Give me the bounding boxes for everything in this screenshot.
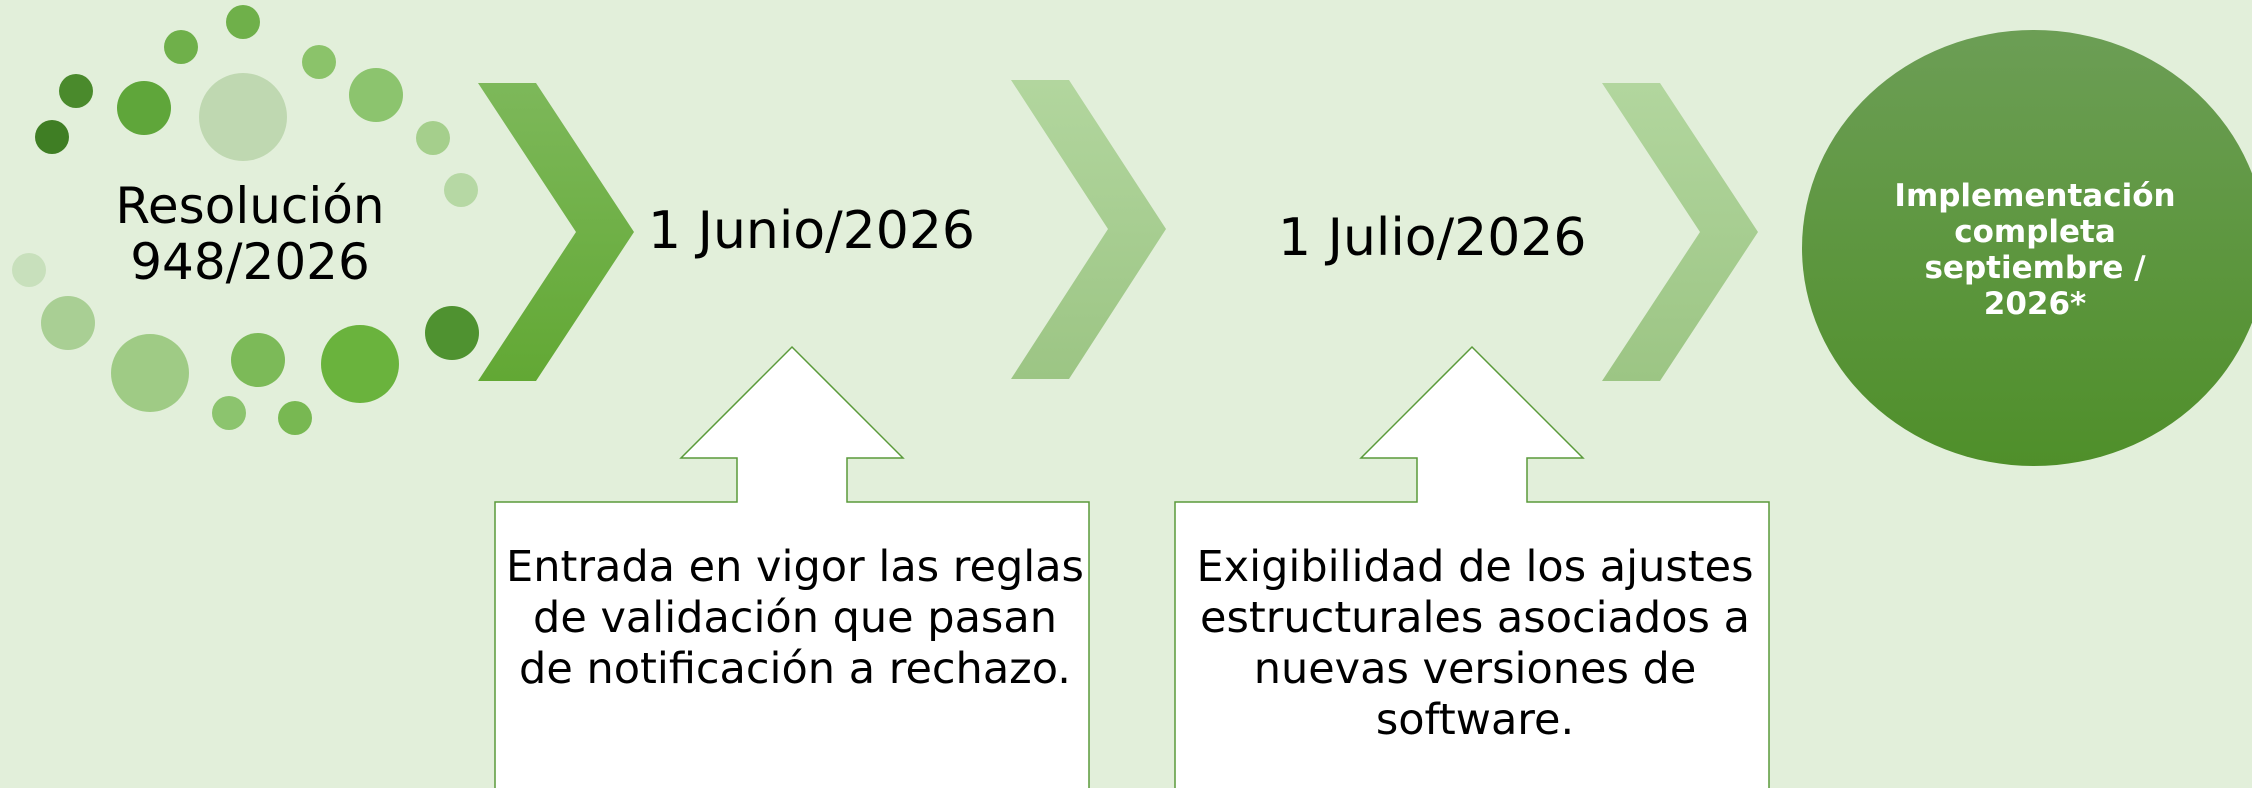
- decorative-dot: [41, 296, 95, 350]
- milestone-note-1: Entrada en vigor las reglas de validació…: [506, 542, 1084, 694]
- decorative-dot: [199, 73, 287, 161]
- decorative-dot: [416, 121, 450, 155]
- decorative-dot: [117, 81, 171, 135]
- decorative-dot: [278, 401, 312, 435]
- decorative-dot: [425, 306, 479, 360]
- chevron-arrow-2: [1011, 80, 1166, 379]
- decorative-dot: [302, 45, 336, 79]
- decorative-dot: [321, 325, 399, 403]
- chevron-arrow-1: [478, 83, 634, 381]
- decorative-dot: [164, 30, 198, 64]
- decorative-dot: [212, 396, 246, 430]
- decorative-dot-ring: [12, 5, 479, 435]
- milestone-date-1: 1 Junio/2026: [648, 201, 975, 261]
- decorative-dot: [226, 5, 260, 39]
- decorative-dot: [111, 334, 189, 412]
- decorative-dot: [59, 74, 93, 108]
- decorative-dot: [35, 120, 69, 154]
- origin-label: Resolución 948/2026: [115, 177, 385, 291]
- final-milestone-circle: [1802, 30, 2252, 466]
- milestone-note-2: Exigibilidad de los ajustes estructurale…: [1196, 542, 1754, 745]
- final-milestone-label: Implementación completa septiembre / 202…: [1894, 178, 2176, 322]
- callout-box-1: [494, 345, 1090, 788]
- milestone-date-2: 1 Julio/2026: [1278, 208, 1587, 268]
- decorative-dot: [349, 68, 403, 122]
- decorative-dot: [231, 333, 285, 387]
- chevron-arrow-3: [1602, 83, 1758, 381]
- decorative-dot: [444, 173, 478, 207]
- callout-box-2: [1174, 345, 1770, 788]
- decorative-dot: [12, 253, 46, 287]
